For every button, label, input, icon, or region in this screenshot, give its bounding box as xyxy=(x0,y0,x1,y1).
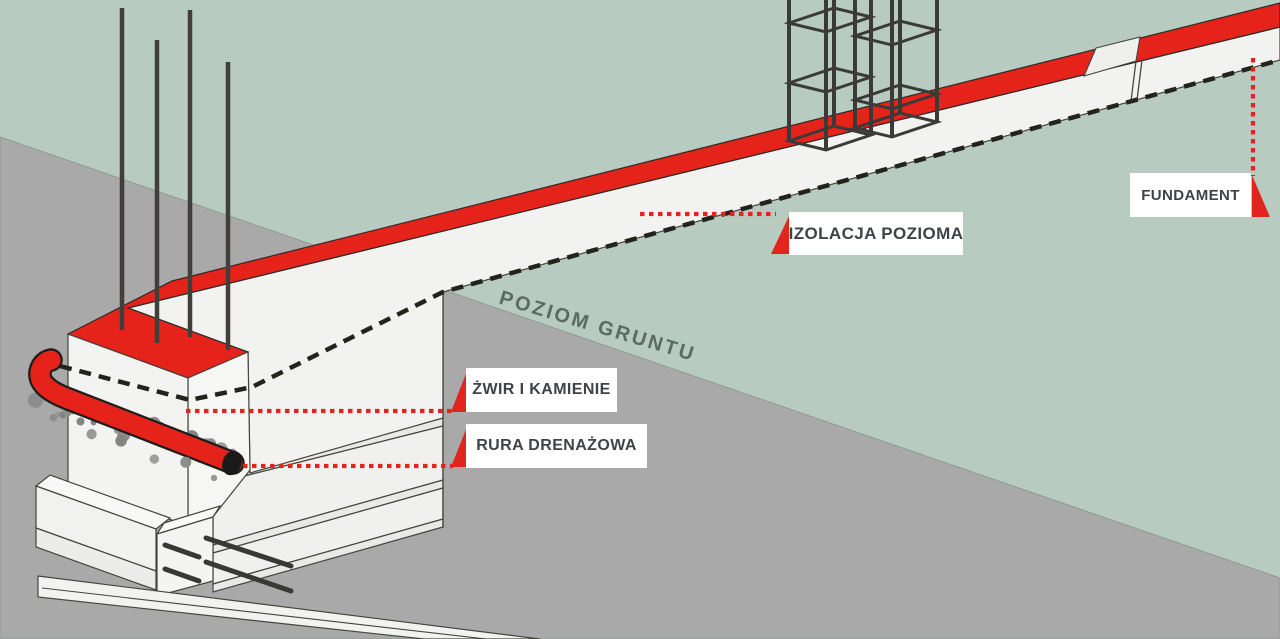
lean-concrete-strip xyxy=(37,575,541,639)
callout-izolacja-pozioma: IZOLACJA POZIOMA xyxy=(789,212,963,255)
gravel-pebble xyxy=(49,413,58,422)
callout-zwir-i-kamienie: ŻWIR I KAMIENIE xyxy=(466,368,617,412)
flag-zwir xyxy=(451,371,467,412)
gravel-pebble xyxy=(76,417,85,426)
rebar-cage-right xyxy=(849,0,943,139)
callout-rura-drenazowa: RURA DRENAŻOWA xyxy=(466,424,647,468)
flag-izolacja xyxy=(771,214,790,254)
rebar-cage-left xyxy=(783,0,877,152)
leader-lines xyxy=(186,58,1256,469)
drainage-pipe xyxy=(28,348,245,476)
footing-cut-cube xyxy=(155,504,294,597)
expansion-joint xyxy=(1083,36,1143,102)
flag-rura xyxy=(451,427,467,467)
gravel-pebble xyxy=(27,392,44,408)
pipe-open-end xyxy=(222,450,242,476)
callout-flags xyxy=(451,175,1270,467)
callout-fundament: FUNDAMENT xyxy=(1130,173,1251,217)
gravel-bed-front xyxy=(49,413,218,482)
rebar-rods xyxy=(119,8,231,350)
starter-bars xyxy=(162,535,294,594)
gravel-pebble xyxy=(115,435,127,447)
gravel-pebble xyxy=(86,429,97,440)
gravel-pebble xyxy=(180,456,192,468)
rebar-cages xyxy=(783,0,943,152)
gravel-pebble xyxy=(210,474,218,482)
gravel-pebble xyxy=(149,454,159,464)
footing-block xyxy=(34,474,172,591)
flag-fundament xyxy=(1252,175,1270,217)
